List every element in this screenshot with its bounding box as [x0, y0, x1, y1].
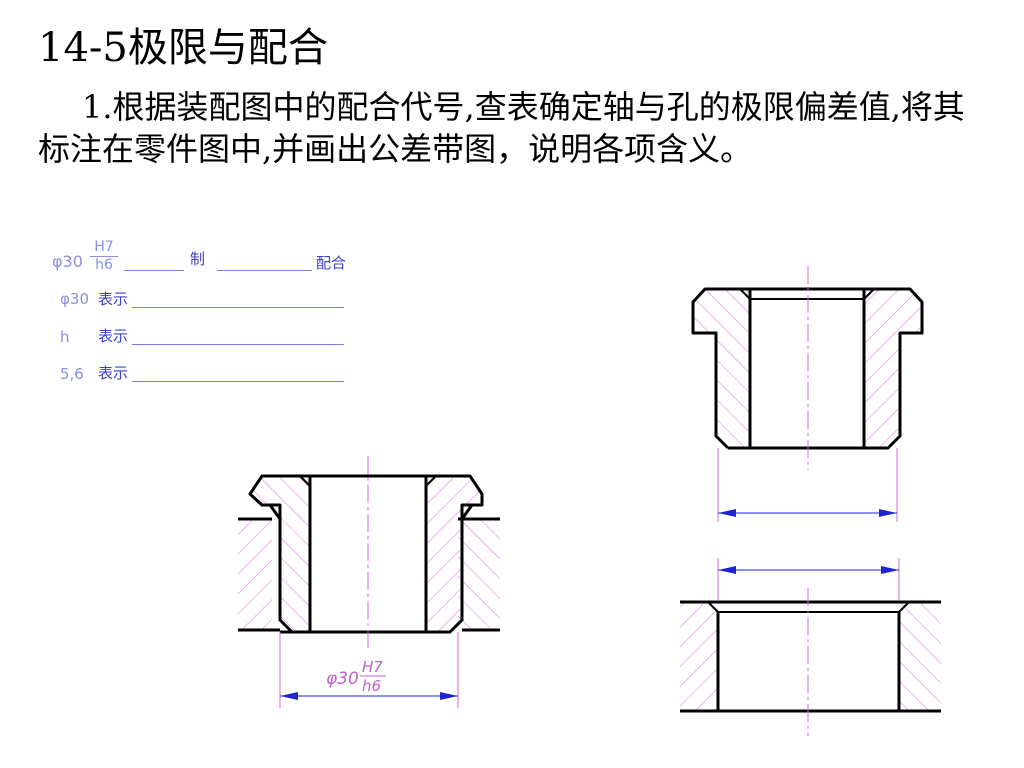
housing-left-hatch — [238, 520, 272, 630]
phi30-label: φ30 — [52, 252, 83, 271]
blank-line-fit[interactable] — [217, 270, 312, 271]
dim-arrow-left — [280, 692, 298, 700]
housing-dim-arrow-right — [881, 566, 899, 574]
blank-line-row3[interactable] — [132, 344, 344, 345]
bushing-right-hatch — [426, 476, 482, 632]
blank-line-row4[interactable] — [132, 381, 344, 382]
bushing-part-drawing — [691, 266, 924, 522]
bushing-outline — [248, 474, 484, 634]
part-left-hatch — [693, 289, 750, 448]
fraction-denominator: h6 — [95, 257, 113, 273]
bushing-shoulder-left — [268, 504, 282, 520]
row3-label: 表示 — [98, 327, 129, 345]
dim-arrow-right — [440, 692, 458, 700]
row4-prefix: 5,6 — [60, 365, 84, 383]
housing-part-chamfer-right — [898, 601, 910, 613]
dim-numerator-text: H7 — [362, 658, 383, 676]
assembly-drawing: φ30 H7 h6 — [238, 456, 500, 708]
part-dim-arrow-left — [718, 509, 736, 517]
row2-label: 表示 — [98, 290, 129, 308]
fraction-numerator: H7 — [94, 239, 114, 255]
housing-dim-arrow-left — [718, 566, 736, 574]
housing-part-left-hatch — [680, 603, 718, 711]
slide-paragraph: 1.根据装配图中的配合代号,查表确定轴与孔的极限偏差值,将其标注在零件图中,并画… — [38, 88, 965, 168]
dim-phi-text: φ30 — [326, 669, 359, 689]
row2-prefix: φ30 — [60, 290, 89, 308]
housing-part-chamfer-left — [707, 601, 719, 613]
bushing-shoulder-right — [460, 504, 474, 520]
part-chamfer-left — [739, 288, 751, 300]
dim-denominator-text: h6 — [362, 677, 381, 695]
part-dim-arrow-right — [879, 509, 897, 517]
row3-prefix: h — [60, 328, 70, 346]
row4-label: 表示 — [98, 364, 129, 382]
fit-fraction: H7 h6 — [90, 240, 118, 273]
fit-label: 配合 — [316, 254, 347, 272]
fraction-bar — [90, 256, 118, 257]
slide-title: 14-5极限与配合 — [38, 25, 328, 71]
chamfer-left — [299, 475, 311, 487]
housing-right-hatch — [458, 520, 500, 630]
part-outline — [691, 287, 924, 450]
blank-line-system[interactable] — [124, 270, 184, 271]
part-chamfer-right — [863, 288, 875, 300]
housing-part-drawing — [680, 558, 941, 736]
blank-line-row2[interactable] — [132, 307, 344, 308]
housing-part-right-hatch — [899, 603, 941, 711]
chamfer-right — [425, 475, 437, 487]
part-right-hatch — [864, 289, 922, 448]
system-label: 制 — [190, 250, 206, 268]
